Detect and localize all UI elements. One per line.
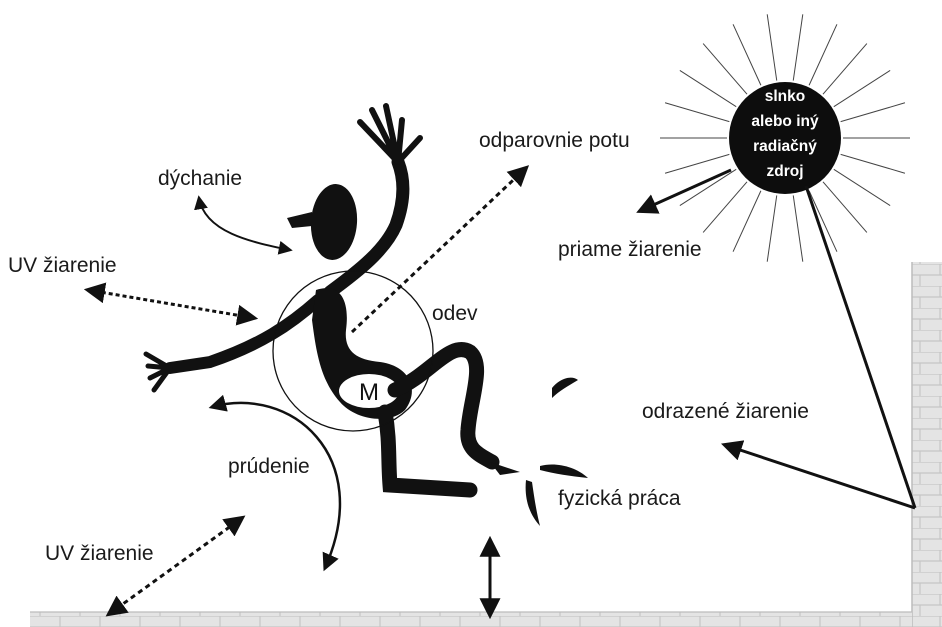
reflected-radiation-label: odrazené žiarenie [642, 400, 809, 423]
reflected-radiation-lines [725, 186, 915, 508]
sun-ray [809, 191, 837, 252]
sun-label-line-3: radiačný [753, 138, 817, 155]
sun-ray [733, 24, 761, 85]
breathing-label: dýchanie [158, 167, 242, 190]
ground [30, 612, 912, 627]
breathing-arrow [199, 198, 290, 250]
wall [912, 262, 942, 627]
uv-top-arrow [88, 290, 254, 318]
sun-ray [680, 70, 736, 106]
sun-ray [793, 14, 803, 80]
sun-ray [733, 191, 761, 252]
sun-ray [680, 169, 736, 205]
sun-ray [823, 182, 867, 233]
sun-ray [841, 154, 905, 173]
sun-ray [665, 103, 729, 122]
sun-ray [703, 44, 747, 95]
sun-ray [841, 103, 905, 122]
sun-label-line-2: alebo iný [751, 113, 819, 130]
convection-arrow [212, 403, 340, 568]
sun-icon: slnko alebo iný radiačný zdroj [660, 14, 910, 261]
metabolism-label: M [359, 379, 379, 406]
uv-bottom-arrow [109, 518, 242, 614]
clothing-label: odev [432, 302, 478, 325]
sun-ray [809, 24, 837, 85]
sun-ray [834, 169, 890, 205]
sweat-evaporation-label: odparovnie potu [479, 129, 630, 152]
uv-radiation-top-label: UV žiarenie [8, 254, 117, 277]
direct-radiation-arrow [640, 170, 731, 211]
sun-ray [834, 70, 890, 106]
sun-ray [767, 14, 777, 80]
physical-work-label: fyzická práca [558, 487, 681, 510]
sun-ray [703, 182, 747, 233]
sun-label-line-1: slnko [765, 88, 805, 105]
sun-label-line-4: zdroj [766, 163, 803, 180]
sun-ray [823, 44, 867, 95]
sun-ray [665, 154, 729, 173]
convection-label: prúdenie [228, 455, 310, 478]
sun-ray [767, 195, 777, 261]
uv-radiation-bottom-label: UV žiarenie [45, 542, 154, 565]
direct-radiation-label: priame žiarenie [558, 238, 702, 261]
sun-ray [793, 195, 803, 261]
